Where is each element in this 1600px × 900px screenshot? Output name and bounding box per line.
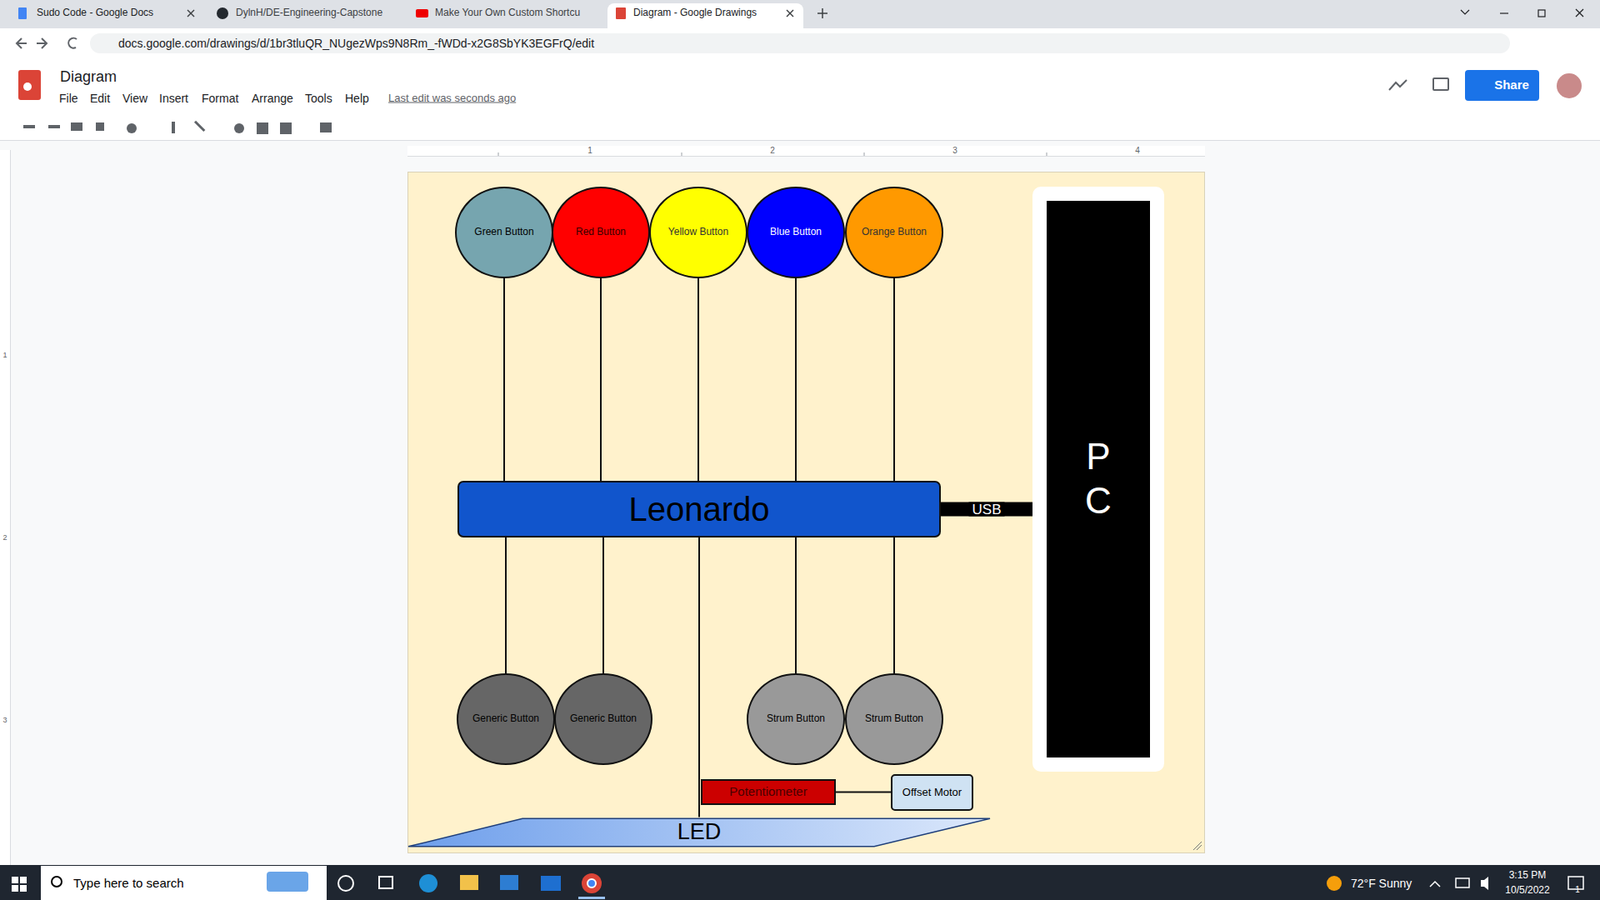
button-circle: Strum Button [746,673,845,765]
ui-text: Diagram [60,68,117,86]
node-text: Strum Button [766,713,825,725]
ui-text: Arrange [251,91,294,105]
toolbar-icons [23,120,332,135]
wire [503,278,505,481]
github-icon [216,7,229,20]
nav-buttons [16,38,77,49]
ui-text: Tools [305,91,333,105]
wire [893,537,895,674]
led-shape [408,818,990,847]
vertical-ruler [0,150,11,865]
node-text: Orange Button [861,226,927,238]
ui-text: 1 [587,145,593,156]
active-tab [607,3,804,29]
node-text: Red Button [575,226,626,238]
wire [602,537,605,674]
ui-text: Last edit was seconds ago [388,92,516,105]
ui-text: 72°F Sunny [1350,876,1412,890]
ui-text: Diagram - Google Drawings [633,7,757,20]
wire [698,537,700,818]
close-icons [187,8,828,19]
ui-text: Insert [159,91,189,105]
ui-text: Edit [90,91,110,105]
ui-text: 3:15 PM [1509,870,1547,882]
node-text: P C [1081,435,1115,524]
node-text: Green Button [474,226,534,238]
wire [697,278,700,481]
docs-logo [18,70,41,100]
ui-text: 2 [770,145,775,156]
node-text: LED [677,820,722,845]
button-circle: Red Button [551,186,650,279]
usb-cable [940,502,1033,517]
omnibox [90,33,1510,54]
ruler-ticks [498,152,1047,156]
ui-text: 1 [2,350,7,360]
node-text: Blue Button [770,226,822,238]
wire [505,537,507,674]
node-text: Potentiometer [729,785,807,800]
button-circle: Strum Button [845,673,944,765]
resize-handle [1193,841,1202,850]
node-text: Leonardo [628,490,770,528]
board-box: Leonardo [457,480,941,538]
node-text: Generic Button [472,713,540,725]
ui-text: 2 [2,533,7,542]
ui-text: Format [201,91,239,105]
node-text: Generic Button [570,713,637,725]
button-circle: Green Button [455,186,554,279]
taskbar-icons [11,871,1584,900]
wire [600,278,602,481]
node-text: Yellow Button [668,226,729,238]
docs-icon [18,7,27,20]
ui-text: Make Your Own Custom Shortcu [435,7,580,20]
ui-text: 3 [952,145,958,156]
ui-text: Help [345,91,370,105]
edge-label: USB [969,502,1005,517]
ui-text: 1 [1575,885,1580,895]
button-circle: Orange Button [845,186,944,279]
ui-text: Sudo Code - Google Docs [36,7,154,20]
share-button [1465,70,1540,101]
pc-box: P C [1032,186,1165,772]
ui-text: View [122,91,148,105]
motor-box: Offset Motor [890,774,974,811]
ui-text: DylnH/DE-Engineering-Capstone [235,7,383,20]
wire [795,537,797,674]
ui-text: 4 [1135,145,1140,156]
node-text: Strum Button [865,713,924,725]
wire [893,278,895,481]
ui-text: 3 [2,715,7,725]
ui-text: 10/5/2022 [1505,885,1550,897]
potentiometer-box: Potentiometer [700,779,836,805]
button-circle: Blue Button [746,186,845,279]
avatar [1556,73,1582,99]
button-circle: Generic Button [554,673,653,765]
ui-text: File [59,91,79,105]
header-icons [1389,78,1449,90]
ui-text: docs.google.com/drawings/d/1br3tluQR_NUg… [118,36,595,50]
led-strip: LED [407,817,991,848]
node-text: Offset Motor [902,786,962,799]
window-controls [1460,9,1584,17]
wire [795,278,797,481]
button-circle: Generic Button [456,673,555,765]
drawings-icon [615,7,626,20]
youtube-icon [415,9,429,18]
ui-text: Type here to search [73,875,185,890]
ui-text: Share [1494,77,1530,92]
button-circle: Yellow Button [649,186,748,279]
wire [835,791,891,794]
ruler [407,145,1205,157]
